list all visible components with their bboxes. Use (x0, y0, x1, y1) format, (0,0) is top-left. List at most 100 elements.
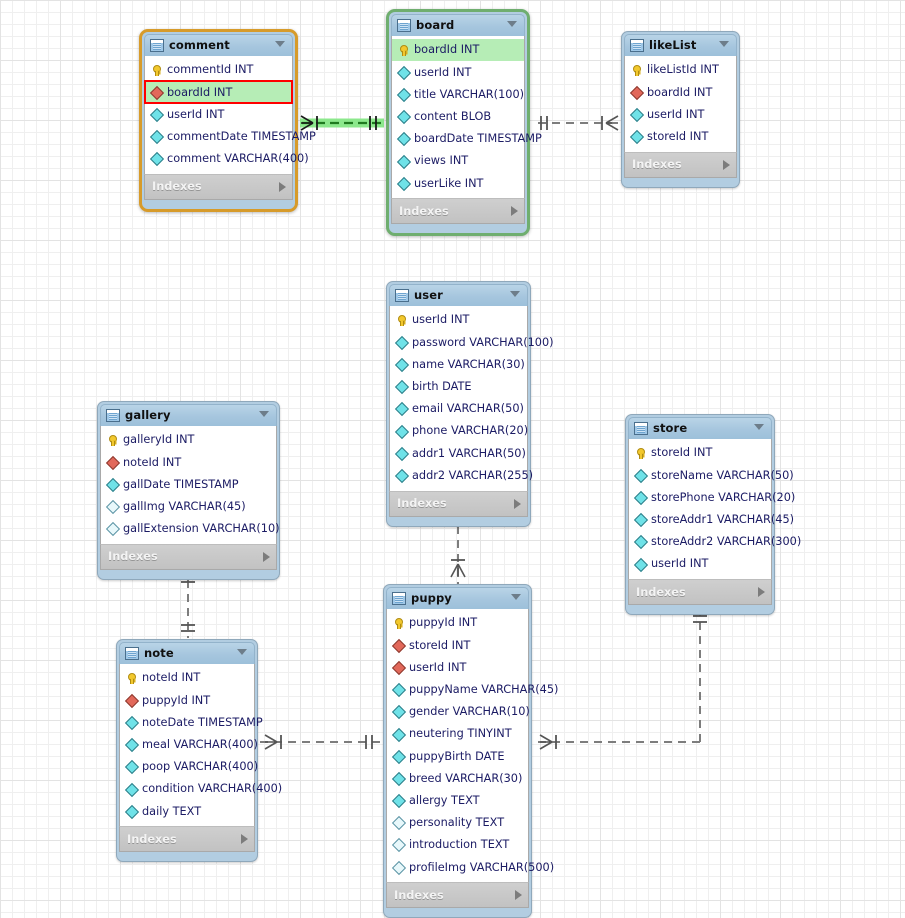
chevron-right-icon[interactable] (263, 551, 270, 562)
indexes-section-user[interactable]: Indexes (389, 490, 528, 517)
column-row[interactable]: noteId INT (101, 451, 276, 473)
chevron-down-icon[interactable] (719, 41, 729, 47)
column-row[interactable]: email VARCHAR(50) (390, 398, 527, 420)
column-row[interactable]: neutering TINYINT (387, 723, 528, 745)
column-row[interactable]: storeAddr1 VARCHAR(45) (629, 509, 794, 531)
column-row[interactable]: galleryId INT (101, 429, 276, 451)
relationship-note-puppy[interactable] (260, 734, 381, 750)
column-label: poop VARCHAR(400) (142, 760, 259, 774)
column-row[interactable]: userLike INT (392, 172, 524, 194)
column-row[interactable]: boardId INT (144, 80, 293, 105)
chevron-right-icon[interactable] (511, 206, 518, 217)
chevron-down-icon[interactable] (259, 411, 269, 417)
chevron-down-icon[interactable] (510, 291, 520, 297)
column-row[interactable]: boardDate TIMESTAMP (392, 128, 542, 150)
chevron-right-icon[interactable] (241, 834, 248, 845)
column-row[interactable]: daily TEXT (120, 800, 254, 822)
column-row[interactable]: storeName VARCHAR(50) (629, 464, 794, 486)
chevron-down-icon[interactable] (275, 41, 285, 47)
column-row[interactable]: phone VARCHAR(20) (390, 420, 528, 442)
chevron-down-icon[interactable] (511, 594, 521, 600)
column-row[interactable]: userId INT (387, 656, 528, 678)
column-row[interactable]: storeAddr2 VARCHAR(300) (629, 531, 801, 553)
column-row[interactable]: password VARCHAR(100) (390, 331, 554, 353)
column-row[interactable]: gender VARCHAR(10) (387, 701, 530, 723)
chevron-down-icon[interactable] (507, 21, 517, 27)
column-row[interactable]: gallImg VARCHAR(45) (101, 496, 276, 518)
column-row[interactable]: commentDate TIMESTAMP (145, 126, 316, 148)
table-header-likeList[interactable]: likeList (624, 34, 737, 56)
column-row[interactable]: boardId INT (392, 39, 524, 62)
column-row[interactable]: views INT (392, 150, 524, 172)
column-row[interactable]: gallExtension VARCHAR(10) (101, 518, 280, 540)
indexes-section-note[interactable]: Indexes (119, 826, 255, 853)
chevron-down-icon[interactable] (754, 424, 764, 430)
indexes-section-comment[interactable]: Indexes (144, 173, 293, 200)
column-row[interactable]: puppyName VARCHAR(45) (387, 679, 558, 701)
column-row[interactable]: birth DATE (390, 376, 527, 398)
column-row[interactable]: puppyId INT (387, 612, 528, 634)
column-row[interactable]: noteDate TIMESTAMP (120, 711, 263, 733)
column-row[interactable]: boardId INT (625, 81, 736, 103)
chevron-down-icon[interactable] (237, 649, 247, 655)
column-row[interactable]: commentId INT (145, 59, 292, 81)
column-row[interactable]: comment VARCHAR(400) (145, 148, 309, 170)
indexes-section-likeList[interactable]: Indexes (624, 151, 737, 178)
column-row[interactable]: storeId INT (629, 442, 771, 464)
column-row[interactable]: allergy TEXT (387, 790, 528, 812)
column-row[interactable]: likeListId INT (625, 59, 736, 81)
column-row[interactable]: addr1 VARCHAR(50) (390, 442, 527, 464)
column-row[interactable]: noteId INT (120, 667, 254, 689)
table-header-comment[interactable]: comment (144, 34, 293, 56)
column-row[interactable]: storeId INT (387, 634, 528, 656)
table-header-gallery[interactable]: gallery (100, 404, 277, 426)
table-header-board[interactable]: board (391, 14, 525, 36)
relationship-store-puppy[interactable] (536, 608, 707, 750)
column-row[interactable]: content BLOB (392, 106, 524, 128)
table-header-store[interactable]: store (628, 417, 772, 439)
column-row[interactable]: meal VARCHAR(400) (120, 734, 258, 756)
column-row[interactable]: userId INT (392, 61, 524, 83)
chevron-right-icon[interactable] (279, 181, 286, 192)
table-header-note[interactable]: note (119, 642, 255, 664)
column-row[interactable]: userId INT (625, 103, 736, 125)
relationship-comment-board[interactable] (300, 115, 384, 131)
column-row[interactable]: introduction TEXT (387, 834, 528, 856)
column-row[interactable]: name VARCHAR(30) (390, 353, 527, 375)
column-row[interactable]: storePhone VARCHAR(20) (629, 486, 795, 508)
chevron-right-icon[interactable] (758, 587, 765, 598)
table-header-user[interactable]: user (389, 284, 528, 306)
indexes-section-board[interactable]: Indexes (391, 198, 525, 225)
column-row[interactable]: puppyBirth DATE (387, 745, 528, 767)
table-header-puppy[interactable]: puppy (386, 587, 529, 609)
chevron-right-icon[interactable] (723, 159, 730, 170)
column-row[interactable]: userId INT (145, 103, 292, 125)
indexes-section-gallery[interactable]: Indexes (100, 543, 277, 570)
column-row[interactable]: storeId INT (625, 126, 736, 148)
column-row[interactable]: puppyId INT (120, 689, 254, 711)
column-row[interactable]: addr2 VARCHAR(255) (390, 464, 533, 486)
column-row[interactable]: userId INT (629, 553, 771, 575)
relationship-board-likelist[interactable] (538, 115, 619, 131)
chevron-right-icon[interactable] (515, 890, 522, 901)
column-row[interactable]: title VARCHAR(100) (392, 83, 524, 105)
column-row[interactable]: breed VARCHAR(30) (387, 767, 528, 789)
indexes-section-store[interactable]: Indexes (628, 579, 772, 606)
column-row[interactable]: poop VARCHAR(400) (120, 756, 258, 778)
chevron-right-icon[interactable] (514, 498, 521, 509)
column-row[interactable]: condition VARCHAR(400) (120, 778, 282, 800)
column-row[interactable]: personality TEXT (387, 812, 528, 834)
column-row[interactable]: userId INT (390, 309, 527, 331)
column-row[interactable]: gallDate TIMESTAMP (101, 473, 276, 495)
column-row[interactable]: profileImg VARCHAR(500) (387, 856, 554, 878)
indexes-section-puppy[interactable]: Indexes (386, 882, 529, 909)
